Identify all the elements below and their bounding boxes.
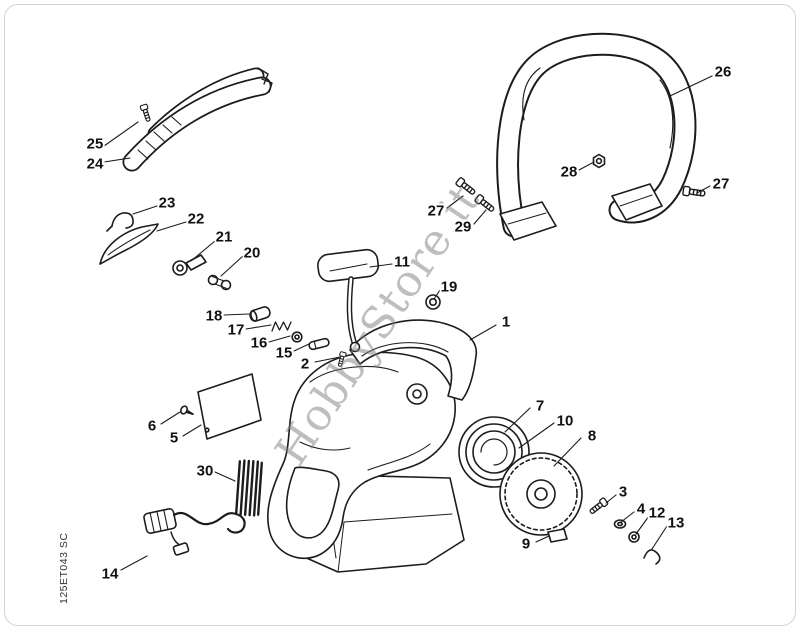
lever-22-art (99, 223, 159, 265)
grip-stripes-30-art (235, 459, 263, 517)
callout-27: 27 (426, 202, 446, 220)
plate-5-art (197, 373, 262, 440)
callout-3: 3 (617, 483, 629, 501)
callout-8: 8 (586, 427, 598, 445)
callout-26: 26 (713, 63, 733, 81)
callout-25: 25 (85, 135, 105, 153)
callout-16: 16 (249, 334, 269, 352)
callout-15: 15 (274, 344, 294, 362)
callout-7: 7 (534, 397, 546, 415)
ring-16-art (291, 331, 303, 343)
clip-13-art (643, 549, 661, 565)
callout-29: 29 (453, 218, 473, 236)
nut-28-art (592, 153, 606, 169)
pin-15-art (308, 337, 330, 351)
handle-molding-art (122, 67, 273, 172)
plug-18-art (249, 306, 271, 322)
small-parts-art (99, 212, 330, 517)
wiring-art (143, 508, 246, 556)
spring-23-art (111, 212, 134, 229)
throttle-trigger-art (317, 248, 441, 368)
callout-14: 14 (100, 565, 120, 583)
callout-22: 22 (186, 210, 206, 228)
callout-5: 5 (168, 429, 180, 447)
callout-20: 20 (242, 244, 262, 262)
callout-17: 17 (226, 321, 246, 339)
washer-12-art (628, 531, 640, 543)
callout-21: 21 (214, 228, 234, 246)
callout-27: 27 (711, 175, 731, 193)
callout-2: 2 (299, 355, 311, 373)
rivet-6-art (179, 405, 194, 416)
callout-12: 12 (647, 504, 667, 522)
washer-4-art (613, 519, 627, 529)
callout-10: 10 (555, 412, 575, 430)
pawl-9-art (547, 528, 568, 543)
callout-1: 1 (500, 313, 512, 331)
callout-9: 9 (520, 535, 532, 553)
callout-30: 30 (195, 462, 215, 480)
callout-19: 19 (439, 278, 459, 296)
callout-6: 6 (146, 417, 158, 435)
pivot-21-art (172, 260, 188, 276)
shroud-art (349, 319, 478, 401)
housing-art (267, 351, 465, 573)
callout-28: 28 (559, 163, 579, 181)
spring-17-art (271, 321, 292, 332)
callout-23: 23 (157, 194, 177, 212)
callout-13: 13 (666, 514, 686, 532)
callout-24: 24 (85, 155, 105, 173)
starter-art (458, 416, 661, 565)
bushing-19-art (425, 294, 441, 310)
leader-lines (103, 75, 713, 571)
callout-11: 11 (393, 253, 411, 271)
callout-4: 4 (635, 500, 647, 518)
doc-code: 125ET043 SC (58, 532, 70, 604)
callout-18: 18 (204, 307, 224, 325)
handlebar-art (454, 32, 707, 241)
